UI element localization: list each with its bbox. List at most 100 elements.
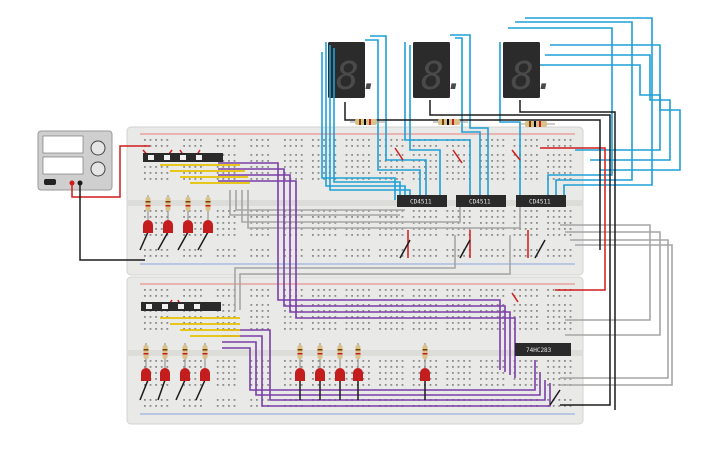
breadboard-hole[interactable]: [452, 249, 454, 251]
breadboard-hole[interactable]: [188, 172, 191, 174]
breadboard-hole[interactable]: [496, 216, 499, 218]
breadboard-hole[interactable]: [317, 295, 320, 297]
breadboard-hole[interactable]: [200, 322, 202, 324]
breadboard-hole[interactable]: [435, 316, 437, 318]
breadboard-hole[interactable]: [390, 154, 393, 156]
breadboard-hole[interactable]: [412, 372, 415, 374]
breadboard-hole[interactable]: [429, 222, 432, 224]
breadboard-hole[interactable]: [144, 322, 146, 324]
breadboard-hole[interactable]: [144, 295, 146, 297]
breadboard-hole[interactable]: [519, 372, 521, 374]
breadboard-hole[interactable]: [536, 228, 538, 230]
breadboard-hole[interactable]: [519, 228, 521, 230]
breadboard-hole[interactable]: [256, 255, 258, 257]
breadboard-hole[interactable]: [328, 234, 331, 236]
breadboard-hole[interactable]: [485, 172, 488, 174]
breadboard-hole[interactable]: [491, 255, 493, 257]
breadboard-hole[interactable]: [194, 289, 197, 291]
breadboard-hole[interactable]: [222, 378, 225, 380]
breadboard-hole[interactable]: [446, 154, 449, 156]
breadboard-hole[interactable]: [429, 310, 432, 312]
breadboard-hole[interactable]: [300, 228, 303, 230]
breadboard-hole[interactable]: [317, 255, 320, 257]
led-icon[interactable]: [420, 343, 430, 381]
breadboard-hole[interactable]: [289, 378, 292, 380]
breadboard-hole[interactable]: [345, 384, 348, 386]
breadboard-hole[interactable]: [552, 316, 555, 318]
breadboard-hole[interactable]: [289, 322, 292, 324]
breadboard-hole[interactable]: [485, 228, 488, 230]
breadboard-hole[interactable]: [188, 405, 191, 407]
breadboard-hole[interactable]: [160, 222, 163, 224]
breadboard-hole[interactable]: [519, 289, 521, 291]
breadboard-hole[interactable]: [194, 172, 197, 174]
breadboard-hole[interactable]: [323, 366, 325, 368]
breadboard-hole[interactable]: [368, 360, 370, 362]
breadboard-hole[interactable]: [317, 289, 320, 291]
breadboard-hole[interactable]: [564, 405, 566, 407]
breadboard-hole[interactable]: [452, 172, 454, 174]
breadboard-hole[interactable]: [401, 295, 404, 297]
breadboard-hole[interactable]: [312, 234, 314, 236]
breadboard-hole[interactable]: [334, 154, 337, 156]
breadboard-hole[interactable]: [524, 255, 527, 257]
breadboard-hole[interactable]: [396, 322, 398, 324]
breadboard-hole[interactable]: [502, 145, 505, 147]
breadboard-hole[interactable]: [284, 166, 286, 168]
breadboard-hole[interactable]: [334, 304, 337, 306]
breadboard-hole[interactable]: [194, 295, 197, 297]
breadboard-hole[interactable]: [183, 166, 185, 168]
breadboard-hole[interactable]: [289, 145, 292, 147]
breadboard-hole[interactable]: [435, 328, 437, 330]
breadboard-hole[interactable]: [480, 216, 482, 218]
breadboard-hole[interactable]: [256, 289, 258, 291]
breadboard-hole[interactable]: [491, 139, 493, 141]
breadboard-hole[interactable]: [552, 216, 555, 218]
breadboard-hole[interactable]: [457, 295, 460, 297]
breadboard-hole[interactable]: [149, 234, 152, 236]
breadboard-hole[interactable]: [300, 216, 303, 218]
breadboard-hole[interactable]: [412, 295, 415, 297]
breadboard-hole[interactable]: [524, 172, 527, 174]
breadboard-hole[interactable]: [144, 172, 146, 174]
breadboard-hole[interactable]: [446, 378, 449, 380]
breadboard-hole[interactable]: [463, 310, 465, 312]
breadboard-hole[interactable]: [468, 310, 471, 312]
breadboard-hole[interactable]: [496, 295, 499, 297]
breadboard-hole[interactable]: [233, 378, 236, 380]
breadboard-hole[interactable]: [194, 255, 197, 257]
breadboard-hole[interactable]: [155, 210, 157, 212]
breadboard-hole[interactable]: [446, 172, 449, 174]
breadboard-hole[interactable]: [200, 360, 202, 362]
breadboard-hole[interactable]: [530, 145, 533, 147]
breadboard-hole[interactable]: [183, 405, 185, 407]
breadboard-hole[interactable]: [295, 360, 297, 362]
breadboard-hole[interactable]: [256, 210, 258, 212]
breadboard-hole[interactable]: [144, 216, 146, 218]
breadboard-hole[interactable]: [435, 222, 437, 224]
breadboard-hole[interactable]: [295, 154, 297, 156]
breadboard-hole[interactable]: [160, 216, 163, 218]
breadboard-hole[interactable]: [312, 378, 314, 380]
breadboard-hole[interactable]: [457, 210, 460, 212]
breadboard-hole[interactable]: [558, 310, 561, 312]
breadboard-hole[interactable]: [452, 372, 454, 374]
breadboard-hole[interactable]: [233, 145, 236, 147]
breadboard-hole[interactable]: [183, 322, 185, 324]
breadboard-hole[interactable]: [256, 222, 258, 224]
breadboard-hole[interactable]: [452, 304, 454, 306]
breadboard-hole[interactable]: [149, 295, 152, 297]
breadboard-hole[interactable]: [228, 234, 230, 236]
breadboard-hole[interactable]: [368, 178, 370, 180]
breadboard-hole[interactable]: [564, 154, 566, 156]
breadboard-hole[interactable]: [323, 310, 325, 312]
breadboard-hole[interactable]: [289, 366, 292, 368]
breadboard-hole[interactable]: [491, 384, 493, 386]
breadboard-hole[interactable]: [502, 366, 505, 368]
breadboard-hole[interactable]: [564, 328, 566, 330]
breadboard-hole[interactable]: [194, 372, 197, 374]
breadboard-hole[interactable]: [222, 405, 225, 407]
breadboard-hole[interactable]: [485, 249, 488, 251]
breadboard-hole[interactable]: [216, 166, 219, 168]
breadboard-hole[interactable]: [284, 310, 286, 312]
